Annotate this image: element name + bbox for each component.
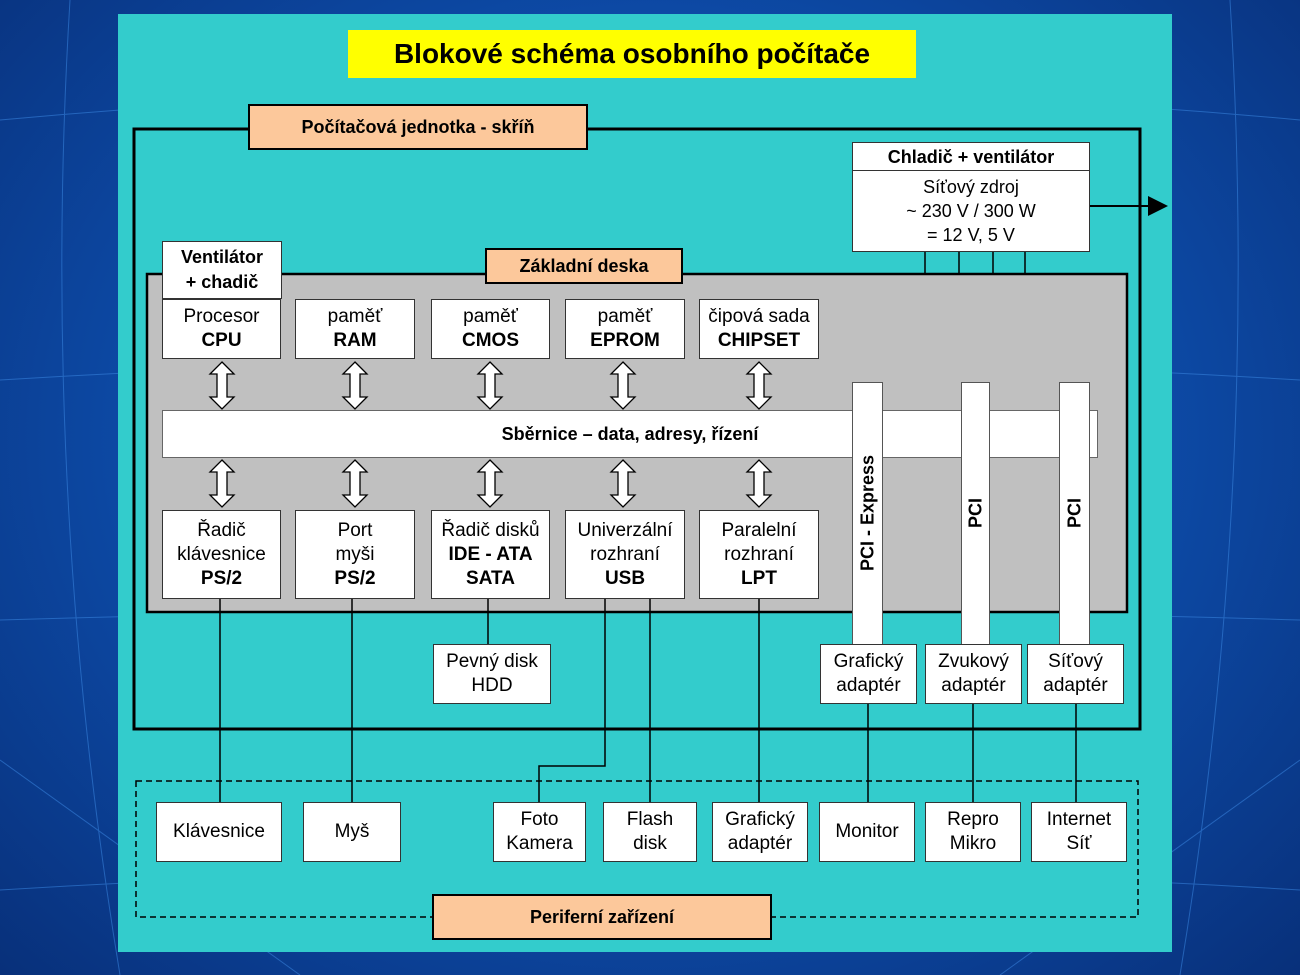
component-name: RAM: [333, 330, 377, 351]
component-eprom: paměť EPROM: [565, 299, 685, 359]
diagram-title: Blokové schéma osobního počítače: [348, 30, 916, 78]
peripherals-frame: [135, 780, 1139, 918]
unit-frame: [132, 127, 1142, 731]
adapter-graphics: Grafický adaptér: [820, 644, 917, 704]
psu-header: Chladič + ventilátor: [853, 143, 1089, 171]
device-line: Monitor: [835, 821, 899, 842]
component-line: paměť: [327, 306, 383, 327]
cpu-fan-line: Ventilátor: [180, 247, 264, 267]
component-line: paměť: [463, 306, 518, 327]
psu-line: ~ 230 V / 300 W: [906, 201, 1036, 221]
device-line: Flash: [626, 809, 674, 830]
device-line: Kamera: [506, 833, 573, 854]
slot-label: PCI - Express: [857, 454, 877, 572]
system-bus: Sběrnice – data, adresy, řízení: [162, 410, 1098, 458]
psu-line: = 12 V, 5 V: [927, 225, 1015, 245]
controller-line: Port: [337, 519, 373, 541]
adapter-line: Grafický: [833, 651, 904, 672]
component-chipset: čipová sada CHIPSET: [699, 299, 819, 359]
motherboard-label: Základní deska: [485, 248, 683, 284]
peripherals-label: Periferní zařízení: [432, 894, 772, 940]
controller-keyboard: Řadič klávesnice PS/2: [162, 510, 281, 599]
component-cmos: paměť CMOS: [431, 299, 550, 359]
component-line: paměť: [597, 306, 653, 327]
component-name: CHIPSET: [717, 330, 801, 351]
controller-line: Univerzální: [577, 519, 673, 541]
adapter-sound: Zvukový adaptér: [925, 644, 1022, 704]
component-name: CMOS: [462, 330, 519, 351]
device-line: disk: [633, 833, 667, 854]
controller-name: PS/2: [200, 567, 243, 589]
device-line: Internet: [1046, 809, 1112, 830]
device-line: Klávesnice: [173, 821, 265, 842]
component-cpu: Procesor CPU: [162, 299, 281, 359]
controller-mouse: Port myši PS/2: [295, 510, 415, 599]
controller-line: Paralelní: [721, 519, 797, 541]
adapter-line: adaptér: [836, 675, 901, 696]
device-camera: Foto Kamera: [493, 802, 586, 862]
controller-line: klávesnice: [177, 543, 266, 565]
device-line: Foto: [520, 809, 559, 830]
device-line: Mikro: [949, 833, 997, 854]
component-line: Procesor: [183, 306, 260, 327]
controller-name: LPT: [741, 567, 777, 589]
slot-pci-express: PCI - Express: [852, 382, 883, 646]
controller-disk: Řadič disků IDE - ATA SATA: [431, 510, 550, 599]
cpu-fan-box: Ventilátor + chadič: [162, 241, 282, 299]
adapter-line: adaptér: [1043, 675, 1108, 696]
device-mouse: Myš: [303, 802, 401, 862]
adapter-network: Síťový adaptér: [1027, 644, 1124, 704]
unit-label: Počítačová jednotka - skříň: [248, 104, 588, 150]
device-speakers: Repro Mikro: [925, 802, 1021, 862]
adapter-line: adaptér: [941, 675, 1006, 696]
controller-name: SATA: [466, 567, 515, 589]
component-name: CPU: [201, 330, 242, 351]
controller-line: rozhraní: [590, 543, 660, 565]
slide-panel: Blokové schéma osobního počítače Počítač…: [118, 14, 1172, 952]
controller-line: rozhraní: [724, 543, 794, 565]
device-line: Síť: [1066, 833, 1092, 854]
psu-line: Síťový zdroj: [923, 177, 1019, 197]
adapter-line: Zvukový: [938, 651, 1009, 672]
controller-usb: Univerzální rozhraní USB: [565, 510, 685, 599]
bus-arrows-bottom: [208, 459, 773, 508]
controller-name: IDE - ATA: [448, 543, 533, 565]
hdd-line: Pevný disk: [446, 651, 538, 672]
controller-line: myši: [335, 543, 375, 565]
device-line: adaptér: [727, 833, 793, 854]
slot-pci-1: PCI: [961, 382, 990, 646]
device-line: Myš: [334, 821, 370, 842]
hdd-line: HDD: [471, 675, 513, 696]
psu-box: Chladič + ventilátor Síťový zdroj ~ 230 …: [852, 142, 1090, 252]
controller-name: PS/2: [334, 567, 376, 589]
device-internet: Internet Síť: [1031, 802, 1127, 862]
slot-label: PCI: [1064, 497, 1084, 529]
controller-lpt: Paralelní rozhraní LPT: [699, 510, 819, 599]
device-keyboard: Klávesnice: [156, 802, 282, 862]
bus-arrows-top: [208, 361, 773, 410]
component-line: čipová sada: [708, 306, 810, 327]
device-graphics-adapter: Grafický adaptér: [712, 802, 808, 862]
device-monitor: Monitor: [819, 802, 915, 862]
controller-line: Řadič disků: [441, 519, 540, 541]
adapter-line: Síťový: [1048, 651, 1103, 672]
device-flash: Flash disk: [603, 802, 697, 862]
controller-line: Řadič: [197, 519, 246, 541]
device-line: Grafický: [725, 809, 795, 830]
component-name: EPROM: [590, 330, 660, 351]
cpu-fan-line: + chadič: [185, 272, 259, 292]
device-line: Repro: [947, 809, 999, 830]
controller-name: USB: [604, 567, 646, 589]
slot-label: PCI: [965, 497, 985, 529]
component-ram: paměť RAM: [295, 299, 415, 359]
slot-pci-2: PCI: [1059, 382, 1090, 646]
hdd-box: Pevný disk HDD: [433, 644, 551, 704]
